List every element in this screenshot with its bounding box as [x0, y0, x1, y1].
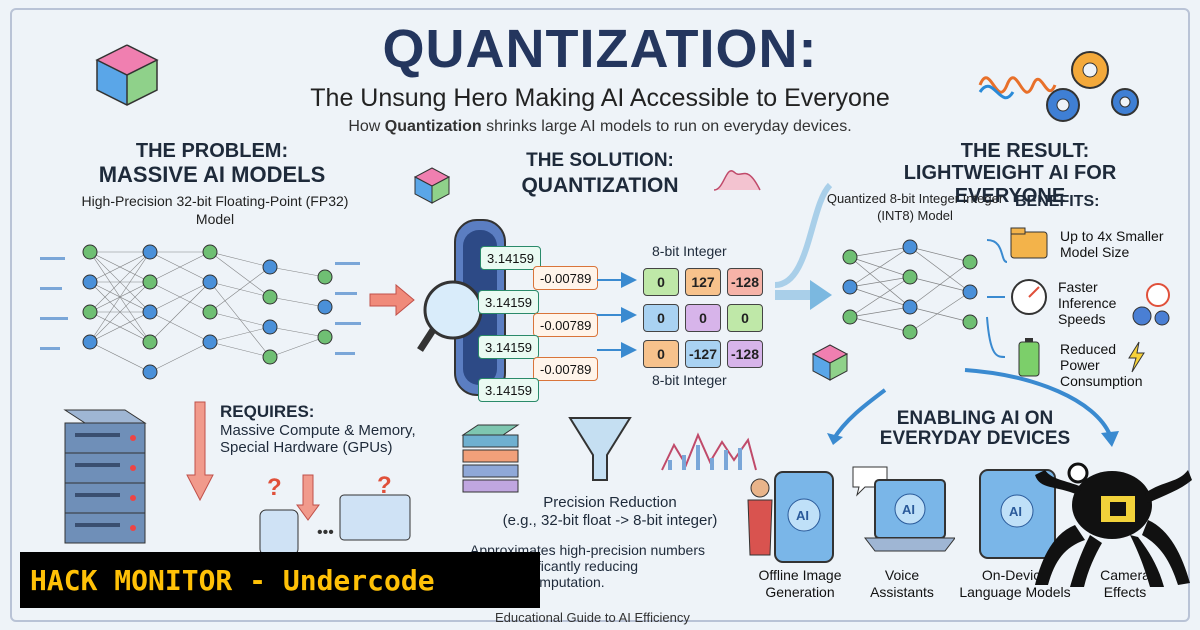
benefit-item: Faster Inference Speeds: [1058, 279, 1117, 327]
footer-caption: Educational Guide to AI Efficiency: [495, 610, 690, 625]
hack-monitor-banner: HACK MONITOR - Undercode: [20, 552, 540, 608]
precision-example: (e.g., 32-bit float -> 8-bit integer): [502, 512, 718, 529]
float-value: 3.14159: [478, 335, 539, 359]
arrow-right-icon: [369, 283, 415, 317]
gauge-icon: [1011, 279, 1047, 315]
svg-text:AI: AI: [796, 508, 809, 523]
result-desc: Quantized 8-bit Integer Integer (INT8) M…: [826, 191, 1004, 223]
svg-text:?: ?: [377, 472, 392, 499]
benefit-item: Up to 4x Smaller Model Size: [1060, 228, 1164, 260]
mini-chart-icon: [713, 170, 761, 191]
solution-heading: THE SOLUTION:: [526, 150, 674, 171]
page-tagline: How Quantization shrinks large AI models…: [348, 118, 852, 135]
small-cube-icon: [413, 167, 451, 204]
float-value: -0.00789: [533, 357, 599, 381]
clock-gear-icon: [1132, 283, 1170, 326]
float-value: -0.00789: [533, 313, 599, 337]
page-frame: [10, 8, 1190, 622]
folder-icon: [1010, 227, 1048, 259]
int-tile: 127: [685, 268, 721, 296]
phone-ai-icon: AI: [747, 471, 834, 563]
solution-subheading: QUANTIZATION: [521, 174, 679, 197]
page-subtitle: The Unsung Hero Making AI Accessible to …: [310, 84, 890, 112]
svg-text:•••: •••: [317, 524, 334, 541]
requires-desc: Massive Compute & Memory, Special Hardwa…: [220, 422, 416, 456]
device-label: Offline Image Generation: [758, 567, 842, 600]
result-heading: THE RESULT:: [960, 140, 1090, 162]
int-tile: -128: [727, 340, 763, 368]
float-value: 3.14159: [478, 290, 539, 314]
int-label-top: 8-bit Integer: [652, 243, 727, 259]
int8-grid: 0 127 -128 0 0 0 0 -127 -128: [643, 268, 765, 368]
int-label-bottom: 8-bit Integer: [652, 372, 727, 388]
page-title: QUANTIZATION:: [382, 19, 818, 79]
requires-heading: REQUIRES:: [220, 402, 315, 421]
tablet-ai-icon: AI: [979, 469, 1056, 559]
battery-icon: [1018, 338, 1040, 377]
small-cube-icon: [811, 344, 849, 381]
cube-icon: [95, 44, 159, 106]
float-value: 3.14159: [480, 246, 541, 270]
precision-heading: Precision Reduction: [543, 494, 677, 511]
svg-text:?: ?: [267, 474, 282, 501]
funnel-icon: [568, 417, 632, 481]
gears-icon: [978, 51, 1139, 122]
fp32-network-diagram: [40, 244, 361, 380]
device-label: Camera Effects: [1100, 567, 1150, 600]
int8-network-diagram: [842, 239, 978, 340]
layers-icon: [461, 424, 520, 493]
benefit-icons: [986, 227, 1048, 377]
devices-subheading: EVERYDAY DEVICES: [879, 428, 1071, 449]
int-tile: -128: [727, 268, 763, 296]
int-tile: 0: [643, 340, 679, 368]
problem-heading: THE PROBLEM:: [135, 140, 289, 162]
svg-text:AI: AI: [1009, 504, 1022, 519]
int-tile: 0: [685, 304, 721, 332]
server-icon: [63, 409, 147, 544]
arrow-down-icon: [186, 401, 214, 502]
int-tile: 0: [643, 268, 679, 296]
result-subheading: LIGHTWEIGHT AI FOR EVERYONE: [903, 162, 1117, 207]
benefits-heading: BENEFITS:: [1015, 193, 1100, 210]
int-tile: -127: [685, 340, 721, 368]
int-tile: 0: [643, 304, 679, 332]
problem-desc: High-Precision 32-bit Floating-Point (FP…: [81, 193, 349, 227]
laptop-ai-icon: AI: [852, 466, 955, 552]
devices-question-icon: ? ? •••: [259, 472, 411, 555]
float-value: -0.00789: [533, 266, 599, 290]
bar-wave-icon: [661, 432, 757, 471]
octopus-mascot-icon: [1035, 462, 1192, 587]
devices-heading: ENABLING AI ON: [896, 408, 1054, 429]
flow-arrows: [774, 182, 833, 310]
benefit-item: Reduced Power Consumption: [1060, 341, 1143, 389]
conversion-arrows: [597, 272, 637, 358]
lightning-icon: [1128, 341, 1145, 373]
float-value: 3.14159: [478, 378, 539, 402]
device-label: Voice Assistants: [870, 567, 934, 600]
device-arrows: [827, 368, 1119, 447]
int-tile: 0: [727, 304, 763, 332]
svg-text:AI: AI: [902, 502, 915, 517]
device-label: On-Device Language Models: [959, 567, 1071, 600]
problem-subheading: MASSIVE AI MODELS: [98, 162, 326, 187]
